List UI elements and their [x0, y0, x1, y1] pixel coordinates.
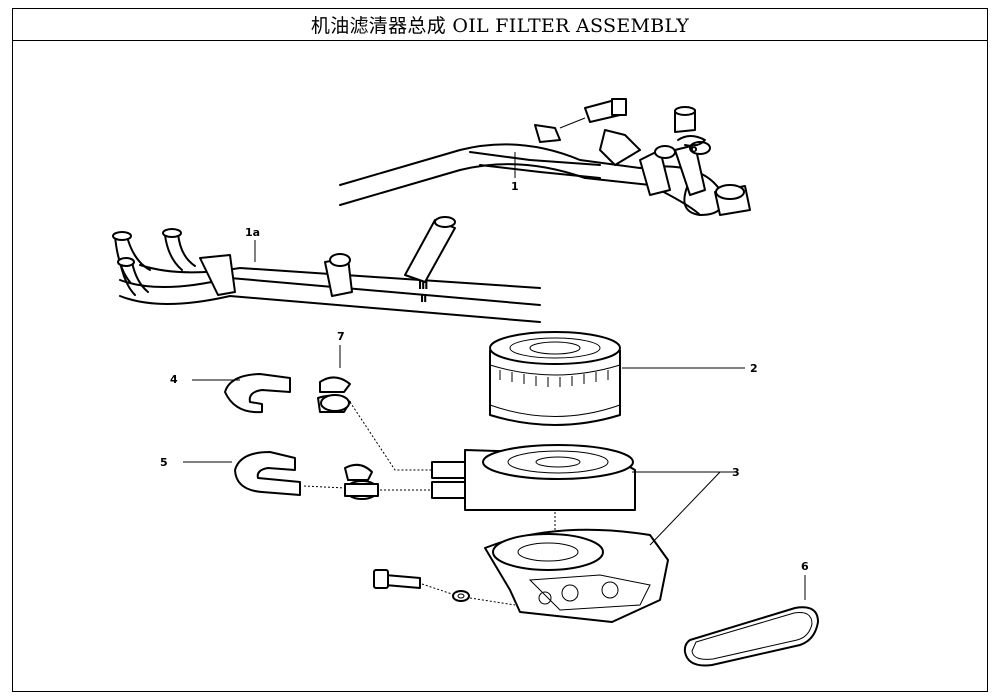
title-bar: 机油滤清器总成 OIL FILTER ASSEMBLY — [12, 8, 988, 41]
drawing-frame — [12, 8, 988, 692]
marker-ii: Ⅱ — [420, 292, 427, 305]
gasket-6 — [683, 575, 819, 667]
hose-4 — [192, 345, 432, 471]
callout-3: 3 — [732, 466, 740, 479]
oil-pipe-assembly-1 — [339, 98, 751, 216]
callout-1: 1 — [511, 180, 519, 193]
callout-2: 2 — [750, 362, 758, 375]
oil-filter-cartridge-2 — [489, 331, 745, 426]
callout-6-upper: 6 — [690, 142, 698, 155]
callout-4: 4 — [170, 373, 178, 386]
callout-1a: 1a — [245, 226, 260, 239]
marker-iii: Ⅲ — [418, 279, 428, 292]
mounting-bolt — [373, 569, 516, 606]
callout-5: 5 — [160, 456, 168, 469]
callout-7: 7 — [337, 330, 345, 343]
callout-6: 6 — [801, 560, 809, 573]
oil-pipe-assembly-1a — [112, 216, 541, 323]
diagram-title: 机油滤清器总成 OIL FILTER ASSEMBLY — [310, 14, 690, 37]
filter-head-3 — [431, 444, 735, 623]
hose-5 — [183, 451, 432, 500]
